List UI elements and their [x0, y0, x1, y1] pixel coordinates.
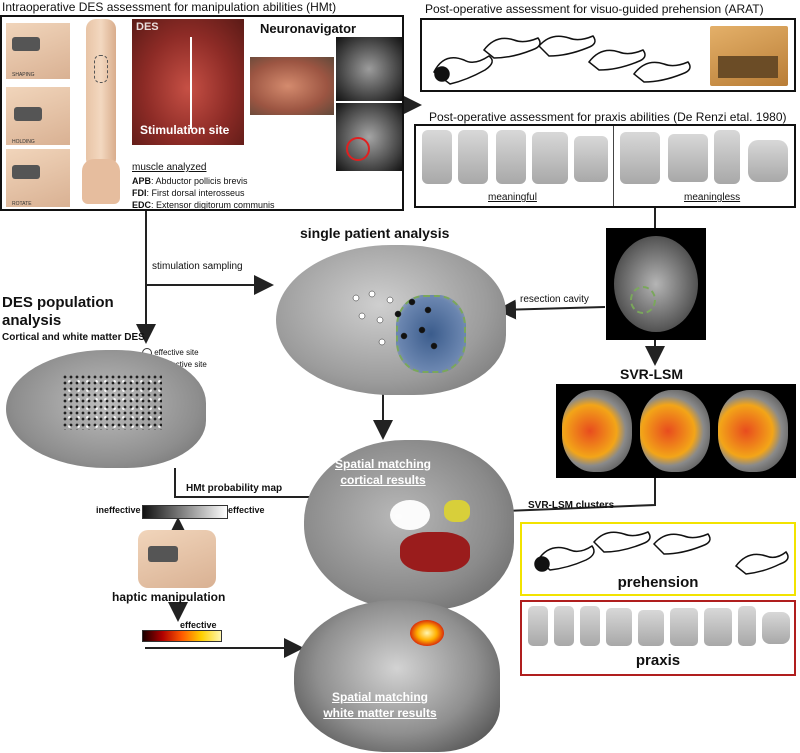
hmt-prob-map-label: HMt probability map [186, 483, 283, 494]
gesture-meaningful-3 [496, 130, 526, 184]
praxis-box-title: Post-operative assessment for praxis abi… [429, 110, 787, 124]
effective-scale-label: effective [180, 620, 217, 630]
mri-sagittal-top [336, 37, 402, 101]
population-title-1: DES population [2, 294, 114, 311]
hand-rotate-photo [6, 149, 70, 207]
neuronavigator-photo [250, 57, 334, 115]
gesture-meaningful-1 [422, 130, 452, 184]
muscle-edc: EDC: Extensor digitorum communis [132, 200, 275, 210]
meaningful-label: meaningful [488, 192, 537, 203]
des-photo: DES Stimulation site [132, 19, 244, 145]
praxis-gesture-6 [670, 608, 698, 646]
hand-label-holding: HOLDING [12, 139, 35, 145]
intraop-title: Intraoperative DES assessment for manipu… [2, 0, 337, 14]
gesture-meaningful-5 [574, 136, 608, 182]
hand-drawing-3 [537, 35, 596, 57]
svr-lsm-panel [556, 384, 796, 478]
praxis-box: meaningful meaningless [414, 124, 796, 208]
hand-drawing-1 [433, 55, 493, 85]
single-patient-sites [352, 290, 438, 350]
praxis-divider [613, 126, 614, 206]
arrow-hmt-map [174, 468, 349, 507]
mri-axial-bottom [336, 103, 402, 171]
forearm-photo [76, 19, 128, 209]
gesture-meaningless-3 [714, 130, 740, 184]
hand-shaping-photo [6, 23, 70, 79]
praxis-gesture-8 [738, 606, 756, 646]
muscle-apb: APB: Abductor pollicis brevis [132, 176, 248, 186]
cortical-results-brain [304, 440, 514, 610]
meaningless-label: meaningless [684, 192, 741, 203]
intraop-box: SHAPING HOLDING ROTATE DES Stimulation s… [0, 15, 404, 211]
arrow-stimulation-sampling [145, 210, 274, 295]
arat-title: Post-operative assessment for visuo-guid… [425, 2, 764, 16]
white-matter-brain [294, 600, 500, 752]
resection-cavity-label: resection cavity [520, 294, 589, 305]
stimulation-site-label: Stimulation site [140, 123, 230, 137]
arrow-resection-cavity [496, 299, 606, 320]
arat-box [420, 18, 796, 92]
haptic-hand-photo [138, 530, 216, 588]
spatial-cortical-1: Spatial matching [334, 457, 432, 471]
spatial-wm-2: white matter results [323, 706, 437, 720]
hand-drawing-5 [632, 61, 691, 83]
population-brain [6, 350, 206, 468]
heat-scale [142, 630, 222, 642]
single-patient-brain [276, 245, 506, 395]
muscle-fdi: FDI: First dorsal interosseus [132, 188, 245, 198]
gesture-meaningless-1 [620, 132, 660, 184]
svr-lsm-title: SVR-LSM [620, 366, 683, 382]
hand-holding-photo [6, 87, 70, 145]
arat-kit-photo [710, 26, 788, 86]
muscle-list: APB: Abductor pollicis brevis FDI: First… [132, 175, 275, 211]
prehension-drawings [534, 531, 789, 575]
haptic-label: haptic manipulation [112, 590, 226, 604]
spatial-wm-1: Spatial matching [331, 690, 429, 704]
praxis-gesture-3 [580, 606, 600, 646]
gesture-meaningless-2 [668, 134, 708, 182]
resection-mri [606, 228, 706, 340]
gesture-meaningful-2 [458, 130, 488, 184]
praxis-gesture-1 [528, 606, 548, 646]
svr-lsm-clusters-label: SVR-LSM clusters [528, 500, 615, 511]
single-patient-title: single patient analysis [300, 225, 450, 241]
praxis-gesture-5 [638, 610, 664, 646]
population-subtitle: Cortical and white matter DES [2, 332, 145, 343]
hmt-gray-scale [142, 505, 228, 519]
prehension-label: prehension [617, 574, 699, 591]
gesture-meaningful-4 [532, 132, 568, 184]
praxis-gesture-2 [554, 606, 574, 646]
scale-effective-label: effective [228, 505, 265, 515]
neuronavigator-label: Neuronavigator [260, 21, 357, 36]
stimulation-sampling-label: stimulation sampling [152, 261, 243, 272]
praxis-result-box: praxis [520, 600, 796, 676]
ball-drawing [434, 66, 450, 82]
muscle-heading: muscle analyzed [132, 162, 207, 173]
scale-ineffective-label: ineffective [96, 505, 141, 515]
praxis-label: praxis [635, 652, 681, 669]
hand-drawing-2 [482, 37, 541, 59]
praxis-gesture-7 [704, 608, 732, 646]
arrow-svr-clusters [476, 478, 656, 522]
hand-label-rotate: ROTATE [12, 201, 32, 207]
hand-drawing-4 [587, 49, 646, 71]
arat-drawings [433, 35, 691, 85]
praxis-gesture-4 [606, 608, 632, 646]
des-tag: DES [136, 21, 159, 33]
prehension-box: prehension [520, 522, 796, 596]
spatial-cortical-2: cortical results [340, 473, 426, 487]
gesture-meaningless-4 [748, 140, 788, 182]
hand-label-shaping: SHAPING [12, 72, 35, 78]
population-title-2: analysis [2, 312, 62, 329]
praxis-gesture-9 [762, 612, 790, 644]
